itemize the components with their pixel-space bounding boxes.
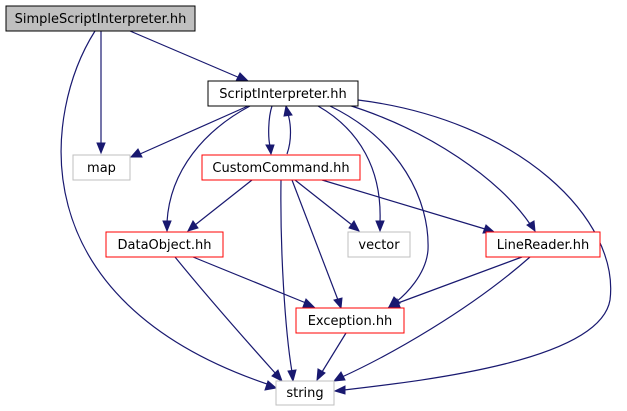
arrowhead	[302, 298, 316, 308]
arrowhead	[287, 369, 297, 383]
arrowhead	[387, 298, 401, 308]
edge-exception-string	[321, 332, 347, 373]
node-label: CustomCommand.hh	[212, 161, 349, 176]
arrowhead	[96, 142, 106, 155]
arrowhead	[333, 297, 343, 310]
node-exception[interactable]: Exception.hh	[295, 307, 405, 334]
arrowhead	[235, 72, 250, 82]
node-label: SimpleScriptInterpreter.hh	[15, 12, 187, 27]
edge-simplescriptinterpreter-scriptinterpreter	[129, 30, 241, 79]
node-linereader[interactable]: LineReader.hh	[485, 231, 601, 258]
edge-scriptinterpreter-customcommand	[268, 105, 273, 147]
node-box	[5, 5, 196, 32]
edge-customcommand-linereader	[321, 179, 486, 230]
node-simplescriptinterpreter: SimpleScriptInterpreter.hh	[5, 5, 196, 32]
edge-scriptinterpreter-vector	[317, 105, 381, 223]
edge-customcommand-scriptinterpreter	[286, 113, 292, 155]
edge-customcommand-exception	[291, 179, 339, 301]
node-box	[275, 380, 335, 406]
node-label: Exception.hh	[308, 314, 393, 329]
arrowhead	[283, 104, 293, 117]
edge-simplescriptinterpreter-string	[60, 30, 271, 386]
node-box	[347, 231, 411, 258]
node-box	[201, 154, 361, 181]
node-box	[485, 231, 601, 258]
edge-linereader-string	[341, 256, 531, 378]
edge-dataobject-string	[174, 256, 277, 375]
arrowhead	[332, 371, 346, 382]
edge-dataobject-exception	[192, 256, 307, 304]
node-label: map	[87, 161, 116, 176]
node-box	[207, 80, 359, 107]
node-customcommand[interactable]: CustomCommand.hh	[201, 154, 361, 181]
arrowhead	[348, 220, 360, 232]
arrowhead	[187, 220, 199, 232]
edge-scriptinterpreter-exception	[329, 105, 429, 303]
node-vector: vector	[347, 231, 411, 258]
arrowhead	[526, 220, 536, 233]
node-box	[295, 307, 405, 334]
arrowhead	[333, 385, 346, 395]
node-label: LineReader.hh	[497, 238, 590, 253]
node-box	[72, 154, 131, 181]
edge-customcommand-vector	[294, 179, 353, 226]
arrowhead	[316, 368, 326, 382]
arrowhead	[129, 148, 143, 158]
edge-customcommand-dataobject	[194, 179, 253, 226]
edge-scriptinterpreter-dataobject	[166, 105, 251, 223]
arrowhead	[271, 369, 283, 383]
node-map: map	[72, 154, 131, 181]
edges	[60, 30, 612, 395]
node-string: string	[275, 380, 335, 406]
node-label: vector	[358, 238, 400, 253]
node-box	[105, 231, 224, 258]
nodes: SimpleScriptInterpreter.hh ScriptInterpr…	[5, 5, 601, 406]
node-scriptinterpreter[interactable]: ScriptInterpreter.hh	[207, 80, 359, 107]
node-label: string	[286, 386, 323, 401]
edge-scriptinterpreter-linereader	[344, 103, 531, 225]
edge-scriptinterpreter-map	[139, 105, 249, 155]
arrowhead	[264, 380, 278, 391]
node-label: DataObject.hh	[118, 238, 212, 253]
arrowhead	[375, 220, 385, 233]
node-dataobject[interactable]: DataObject.hh	[105, 231, 224, 258]
node-label: ScriptInterpreter.hh	[219, 87, 346, 102]
arrowhead	[265, 144, 275, 156]
arrowhead	[162, 220, 172, 233]
edge-customcommand-string	[280, 179, 293, 373]
edge-linereader-exception	[397, 256, 523, 304]
edge-scriptinterpreter-string	[343, 99, 612, 391]
